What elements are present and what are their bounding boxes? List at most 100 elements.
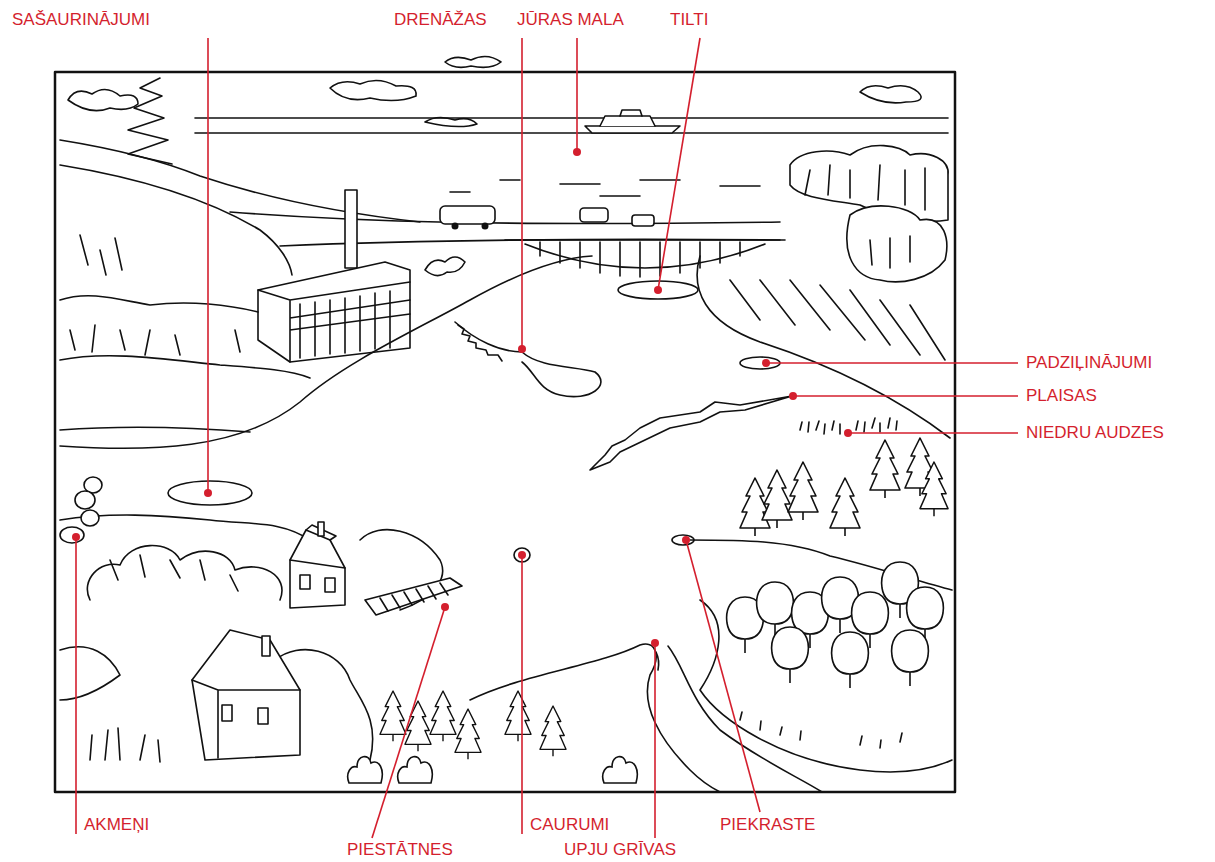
line-art-part	[766, 362, 1018, 364]
line-art-part	[540, 706, 566, 756]
line-art-part	[525, 244, 765, 268]
line-art-part	[458, 325, 502, 361]
line-art-part	[60, 165, 292, 275]
line-art-part	[793, 395, 1018, 397]
line-art-part	[345, 190, 357, 268]
line-art-part	[920, 462, 948, 516]
line-art-part	[372, 607, 445, 838]
line-art-part	[656, 652, 659, 670]
line-art-part	[330, 80, 416, 100]
line-art-part	[848, 432, 1018, 434]
line-art-part	[730, 280, 945, 360]
line-art-part	[72, 533, 80, 541]
line-art-part	[168, 481, 252, 505]
line-art-part	[110, 555, 238, 591]
line-art-part	[380, 691, 406, 741]
line-art-part	[618, 281, 698, 299]
line-art-part	[844, 429, 852, 437]
line-art-part	[870, 236, 910, 268]
leader-lines	[72, 38, 1018, 838]
line-art-part	[847, 206, 947, 282]
line-art-part	[762, 359, 770, 367]
line-art-part	[128, 78, 172, 164]
callout-label: PIESTĀTNES	[345, 840, 455, 860]
line-art-part	[75, 491, 95, 509]
line-art-part	[521, 555, 523, 834]
line-art-part	[762, 470, 792, 528]
line-art-part	[262, 636, 270, 656]
line-art-part	[505, 239, 785, 241]
line-art-part	[576, 38, 578, 152]
line-art-part	[60, 140, 420, 222]
callout-label: TILTI	[668, 10, 710, 30]
callout-label: AKMEŅI	[82, 815, 151, 835]
line-art-part	[686, 540, 760, 812]
line-art-part	[290, 530, 345, 608]
line-art-part	[440, 206, 495, 224]
line-art-part	[651, 639, 659, 647]
line-art-part	[87, 546, 282, 600]
line-art-part	[672, 535, 694, 545]
line-art-part	[75, 537, 77, 834]
line-art-part	[425, 117, 477, 126]
line-art-part	[805, 165, 925, 210]
line-art-part	[772, 627, 809, 683]
line-art-part	[60, 527, 84, 543]
line-art-part	[450, 180, 760, 196]
line-art-part	[521, 38, 523, 349]
line-art	[55, 56, 955, 792]
line-art-part	[654, 643, 656, 838]
callout-label: PADZIĻINĀJUMI	[1024, 353, 1154, 373]
line-art-part	[860, 86, 921, 103]
line-art-part	[258, 282, 410, 362]
line-art-part	[518, 345, 526, 353]
line-art-part	[445, 56, 501, 67]
line-art-part	[658, 38, 700, 290]
line-art-part	[207, 38, 209, 493]
line-art-part	[430, 691, 456, 741]
line-art-part	[870, 440, 900, 498]
line-art-part	[195, 132, 948, 134]
trees	[348, 438, 948, 783]
line-art-part	[788, 462, 818, 520]
line-art-part	[518, 551, 526, 559]
line-art-part	[603, 757, 638, 783]
line-art-part	[348, 757, 383, 783]
line-art-part	[60, 356, 310, 378]
callout-label: NIEDRU AUDZES	[1024, 423, 1166, 443]
line-art-part	[90, 728, 160, 762]
callout-label: DRENĀŽAS	[392, 10, 489, 30]
line-art-part	[258, 262, 410, 362]
line-art-part	[204, 489, 212, 497]
line-art-part	[222, 705, 232, 721]
line-art-part	[832, 632, 869, 688]
line-art-part	[682, 536, 690, 544]
callout-targets	[168, 281, 780, 562]
line-art-part	[620, 110, 642, 116]
line-art-part	[505, 691, 531, 741]
line-art-part	[70, 325, 240, 355]
line-art-part	[789, 392, 797, 400]
line-art-part	[482, 223, 489, 230]
line-art-part	[365, 578, 462, 615]
line-art-part	[425, 257, 465, 276]
callout-label: SAŠAURINĀJUMI	[10, 10, 152, 30]
callout-label: JŪRAS MALA	[515, 10, 626, 30]
line-art-part	[60, 427, 250, 432]
line-art-part	[441, 603, 449, 611]
line-art-part	[632, 215, 654, 226]
line-art-part	[470, 644, 720, 792]
line-art-part	[195, 117, 948, 119]
line-art-part	[81, 510, 99, 526]
line-art-part	[455, 322, 601, 397]
line-art-part	[585, 126, 680, 133]
line-art-part	[600, 116, 655, 126]
callout-label: CAURUMI	[528, 815, 611, 835]
line-art-part	[300, 291, 390, 358]
line-art-part	[60, 296, 258, 312]
line-art-part	[590, 396, 792, 470]
line-art-part	[258, 708, 268, 724]
line-art-part	[55, 72, 955, 792]
line-art-part	[740, 478, 770, 536]
callout-label: UPJU GRĪVAS	[562, 840, 678, 860]
